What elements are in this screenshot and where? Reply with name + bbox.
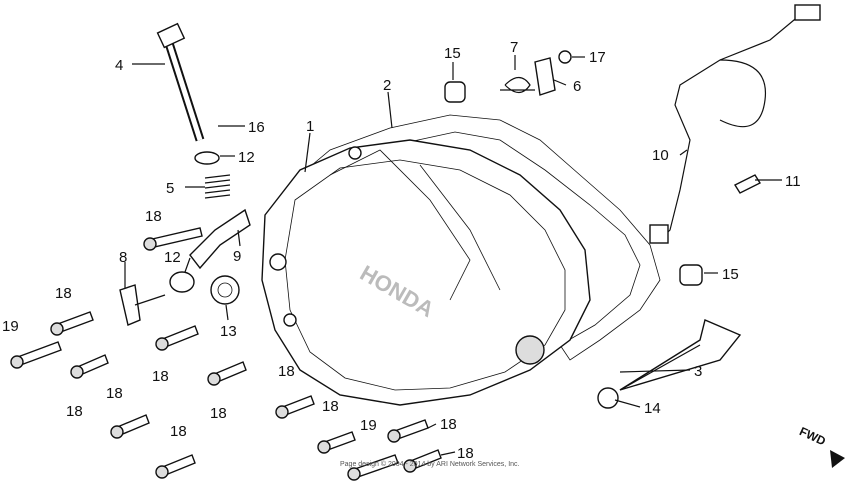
callout-18f: 18 — [278, 363, 295, 380]
callout-8: 8 — [119, 249, 127, 266]
callout-11: 11 — [785, 173, 801, 190]
callout-19a: 19 — [2, 318, 19, 335]
bolts — [10, 227, 442, 481]
leader-lines — [124, 55, 782, 456]
callout-17: 17 — [589, 49, 606, 66]
callout-15-upper: 15 — [444, 45, 461, 62]
callout-13: 13 — [220, 323, 237, 340]
callout-1: 1 — [306, 118, 314, 135]
callout-18b: 18 — [55, 285, 72, 302]
callout-18j: 18 — [440, 416, 457, 433]
callout-6: 6 — [573, 78, 581, 95]
callout-18e: 18 — [210, 405, 227, 422]
callout-14: 14 — [644, 400, 661, 417]
callout-16: 16 — [248, 119, 265, 136]
callout-7: 7 — [510, 39, 518, 56]
callout-18d: 18 — [66, 403, 83, 420]
copyright-notice: Page design © 2004 - 2014 by ARI Network… — [340, 460, 520, 468]
callout-18g: 18 — [106, 385, 123, 402]
clutch-cover — [261, 139, 591, 406]
callout-15-lower: 15 — [722, 266, 739, 283]
callout-5: 5 — [166, 180, 174, 197]
callout-3: 3 — [694, 363, 702, 380]
callout-4: 4 — [115, 57, 123, 74]
gasket — [299, 114, 661, 361]
callout-10: 10 — [652, 147, 669, 164]
callout-18k: 18 — [457, 445, 474, 462]
callout-18h: 18 — [170, 423, 187, 440]
fwd-arrow-icon: FWD — [797, 424, 845, 468]
oil-filler-boss — [515, 335, 545, 365]
callout-18a: 18 — [145, 208, 162, 225]
callout-labels: 1 2 3 4 5 6 7 8 9 10 11 12 12 13 14 15 1… — [2, 39, 801, 462]
callout-9: 9 — [233, 248, 241, 265]
callout-2: 2 — [383, 77, 391, 94]
callout-18c: 18 — [152, 368, 169, 385]
callout-12-lower: 12 — [164, 249, 181, 266]
callout-12-upper: 12 — [238, 149, 255, 166]
callout-18i: 18 — [322, 398, 339, 415]
callout-19b: 19 — [360, 417, 377, 434]
fwd-label: FWD — [797, 424, 828, 448]
